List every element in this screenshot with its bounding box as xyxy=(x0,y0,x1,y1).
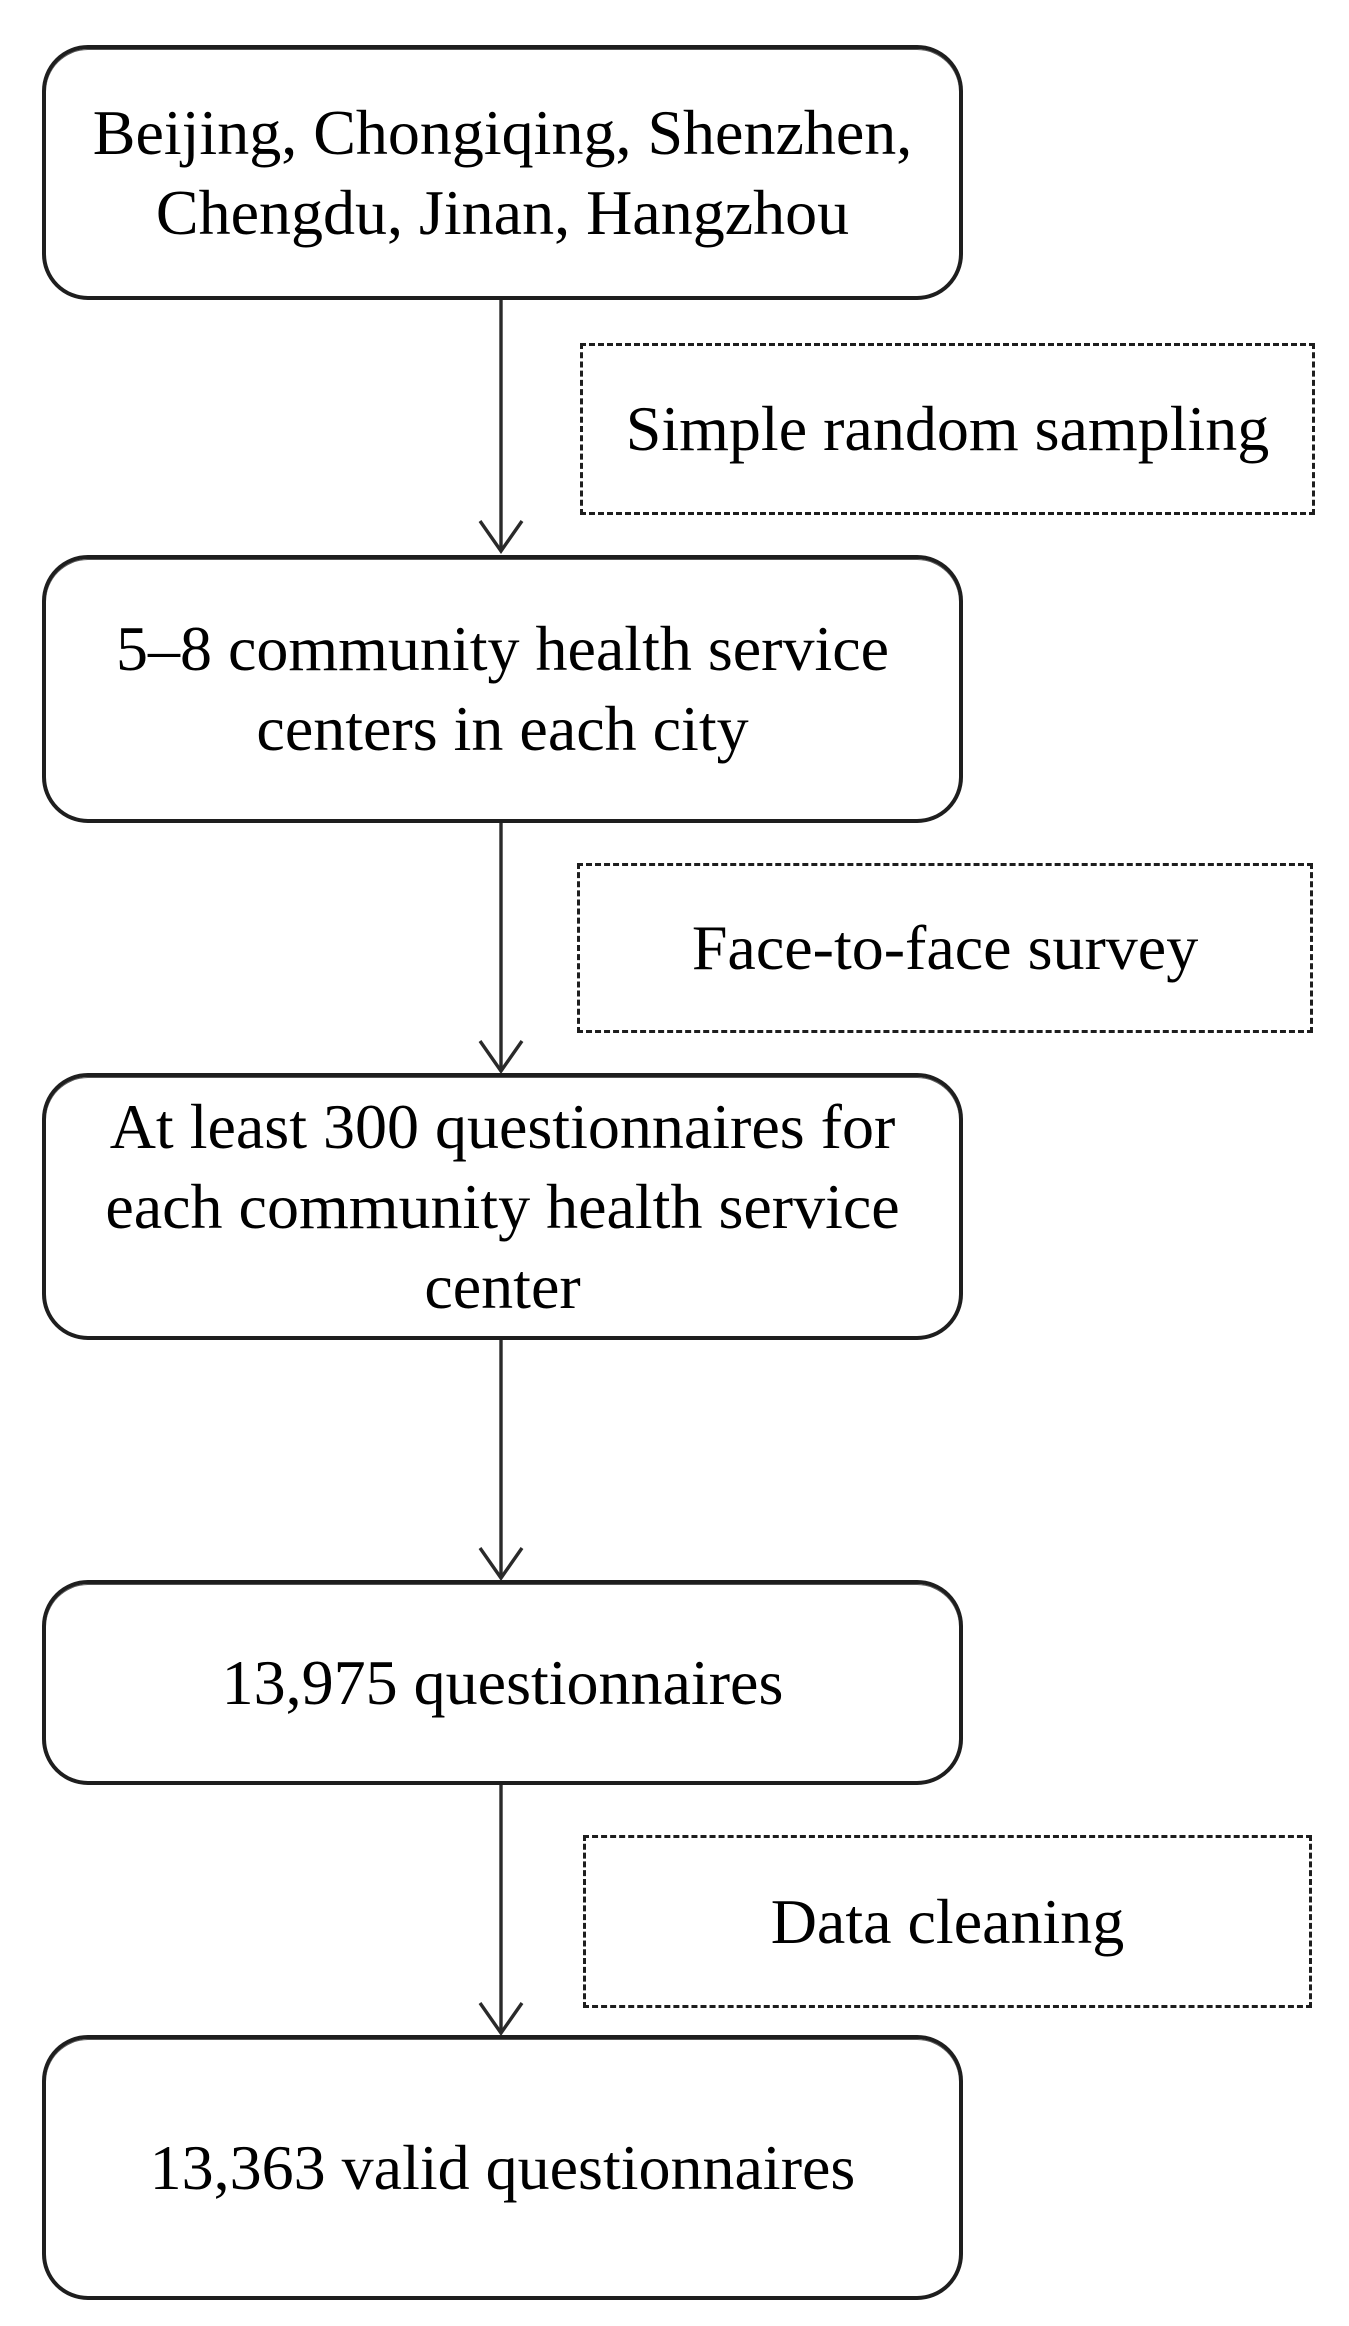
node-questionnaire-target-label: At least 300 questionnaires for each com… xyxy=(105,1090,900,1322)
node-centers-label: 5–8 community health service centers in … xyxy=(115,613,890,764)
node-cities: Beijing, Chongiqing, Shenzhen, Chengdu, … xyxy=(42,45,963,300)
down-arrow-4 xyxy=(478,1785,524,2036)
node-questionnaires-collected-label: 13,975 questionnaires xyxy=(221,1646,784,1718)
down-arrow-1 xyxy=(478,300,524,554)
process-label-cleaning-text: Data cleaning xyxy=(770,1885,1125,1957)
node-questionnaire-target: At least 300 questionnaires for each com… xyxy=(42,1073,963,1340)
node-cities-label: Beijing, Chongiqing, Shenzhen, Chengdu, … xyxy=(92,96,913,248)
process-label-cleaning: Data cleaning xyxy=(583,1835,1312,2008)
down-arrow-3 xyxy=(478,1340,524,1581)
down-arrow-2 xyxy=(478,823,524,1074)
node-centers: 5–8 community health service centers in … xyxy=(42,555,963,823)
process-label-survey-text: Face-to-face survey xyxy=(691,912,1199,983)
process-label-sampling-text: Simple random sampling xyxy=(625,393,1270,464)
node-questionnaires-valid: 13,363 valid questionnaires xyxy=(42,2035,963,2300)
node-questionnaires-valid-label: 13,363 valid questionnaires xyxy=(149,2131,856,2203)
node-questionnaires-collected: 13,975 questionnaires xyxy=(42,1580,963,1785)
process-label-survey: Face-to-face survey xyxy=(577,863,1313,1033)
process-label-sampling: Simple random sampling xyxy=(580,343,1315,515)
